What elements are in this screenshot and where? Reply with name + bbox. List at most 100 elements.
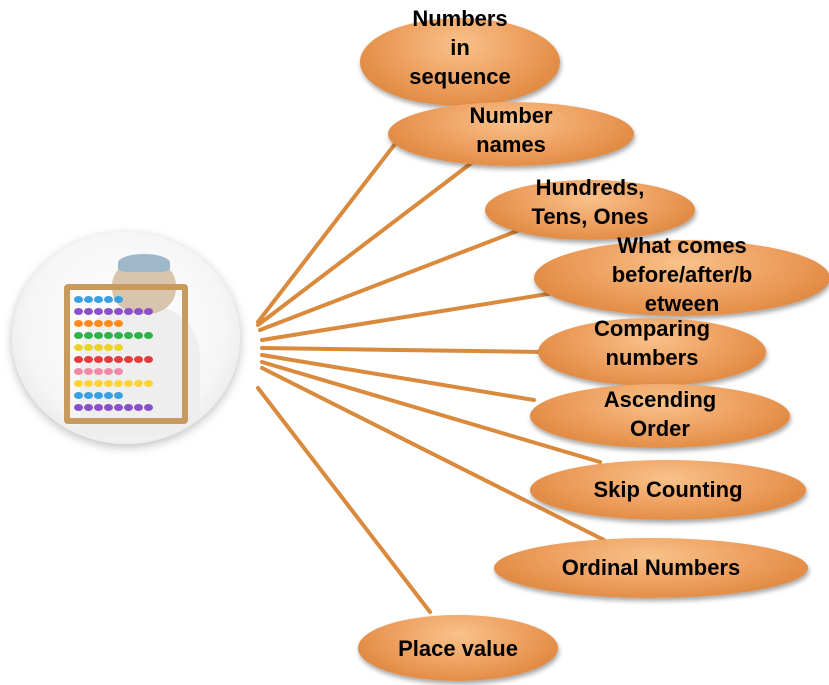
abacus-bead <box>134 331 143 339</box>
abacus-bead <box>74 391 83 399</box>
abacus-bead <box>114 307 123 315</box>
abacus-bead <box>134 379 143 387</box>
abacus-bead <box>94 295 103 303</box>
bubble-ascending-order <box>530 384 790 448</box>
abacus-bead <box>74 319 83 327</box>
abacus-bead <box>94 367 103 375</box>
abacus-bead <box>114 367 123 375</box>
abacus-row <box>74 319 178 327</box>
abacus-bead <box>84 367 93 375</box>
bubble-label-number-names: Number names <box>469 103 553 157</box>
abacus-bead <box>134 403 143 411</box>
abacus-bead <box>74 343 83 351</box>
bubble-label-place-value: Place value <box>398 636 518 661</box>
abacus-bead <box>114 319 123 327</box>
bubble-label-comparing-numbers: Comparing numbers <box>593 316 711 370</box>
abacus-row <box>74 355 178 363</box>
abacus-bead <box>144 379 153 387</box>
abacus-bead <box>84 403 93 411</box>
bubble-skip-counting <box>530 460 806 520</box>
abacus-bead <box>84 319 93 327</box>
connector-ordinal-numbers <box>260 366 606 542</box>
bubble-place-value <box>358 615 558 681</box>
child-cap <box>118 254 170 272</box>
abacus-icon <box>64 284 188 424</box>
abacus-bead <box>114 391 123 399</box>
abacus-bead <box>114 343 123 351</box>
abacus-row <box>74 307 178 315</box>
abacus-bead <box>104 391 113 399</box>
abacus-bead <box>94 343 103 351</box>
abacus-bead <box>94 355 103 363</box>
abacus-bead <box>74 379 83 387</box>
abacus-bead <box>144 331 153 339</box>
abacus-row <box>74 403 178 411</box>
bubble-label-what-comes: What comes before/after/b etween <box>611 233 753 316</box>
abacus-bead <box>104 319 113 327</box>
bubble-comparing-numbers <box>538 318 766 386</box>
abacus-bead <box>74 355 83 363</box>
abacus-bead <box>114 355 123 363</box>
abacus-bead <box>104 403 113 411</box>
abacus-bead <box>74 367 83 375</box>
abacus-bead <box>104 343 113 351</box>
abacus-bead <box>94 379 103 387</box>
abacus-bead <box>104 331 113 339</box>
abacus-bead <box>74 295 83 303</box>
abacus-bead <box>104 307 113 315</box>
bubble-label-hundreds-tens-ones: Hundreds, Tens, Ones <box>531 175 649 229</box>
abacus-bead <box>134 307 143 315</box>
abacus-bead <box>124 379 133 387</box>
abacus-bead <box>94 391 103 399</box>
abacus-bead <box>104 295 113 303</box>
abacus-bead <box>94 331 103 339</box>
abacus-bead <box>144 307 153 315</box>
connector-hundreds-tens-ones <box>258 224 532 332</box>
connector-comparing-numbers <box>260 346 544 354</box>
abacus-bead <box>114 295 123 303</box>
abacus-bead <box>74 331 83 339</box>
connector-numbers-in-sequence <box>256 138 400 324</box>
abacus-bead <box>84 295 93 303</box>
abacus-bead <box>134 355 143 363</box>
abacus-bead <box>84 343 93 351</box>
connector-place-value <box>256 386 432 614</box>
abacus-bead <box>84 379 93 387</box>
abacus-row <box>74 379 178 387</box>
bubble-label-ascending-order: Ascending Order <box>603 387 717 441</box>
connector-ascending-order <box>260 353 536 402</box>
connector-number-names <box>256 156 480 327</box>
abacus-bead <box>84 331 93 339</box>
connector-skip-counting <box>260 360 602 464</box>
abacus-bead <box>74 403 83 411</box>
abacus-bead <box>124 355 133 363</box>
abacus-photo <box>12 232 240 444</box>
connector-what-comes <box>260 290 562 342</box>
bubble-number-names <box>388 102 634 166</box>
bubble-numbers-in-sequence <box>360 18 560 106</box>
abacus-bead <box>94 319 103 327</box>
abacus-row <box>74 367 178 375</box>
abacus-row <box>74 295 178 303</box>
abacus-row <box>74 391 178 399</box>
abacus-bead <box>94 403 103 411</box>
bubble-hundreds-tens-ones <box>485 180 695 240</box>
abacus-bead <box>124 403 133 411</box>
bubble-label-skip-counting: Skip Counting <box>593 477 743 502</box>
abacus-bead <box>74 307 83 315</box>
abacus-bead <box>114 403 123 411</box>
abacus-bead <box>94 307 103 315</box>
abacus-bead <box>114 379 123 387</box>
abacus-bead <box>114 331 123 339</box>
abacus-bead <box>144 403 153 411</box>
abacus-bead <box>144 355 153 363</box>
bubble-ordinal-numbers <box>494 538 808 598</box>
abacus-bead <box>104 379 113 387</box>
bubble-label-numbers-in-sequence: Numbers in sequence <box>409 6 511 89</box>
bubble-what-comes <box>534 240 829 316</box>
abacus-row <box>74 331 178 339</box>
bubble-label-ordinal-numbers: Ordinal Numbers <box>561 555 741 580</box>
abacus-bead <box>104 367 113 375</box>
abacus-bead <box>84 307 93 315</box>
